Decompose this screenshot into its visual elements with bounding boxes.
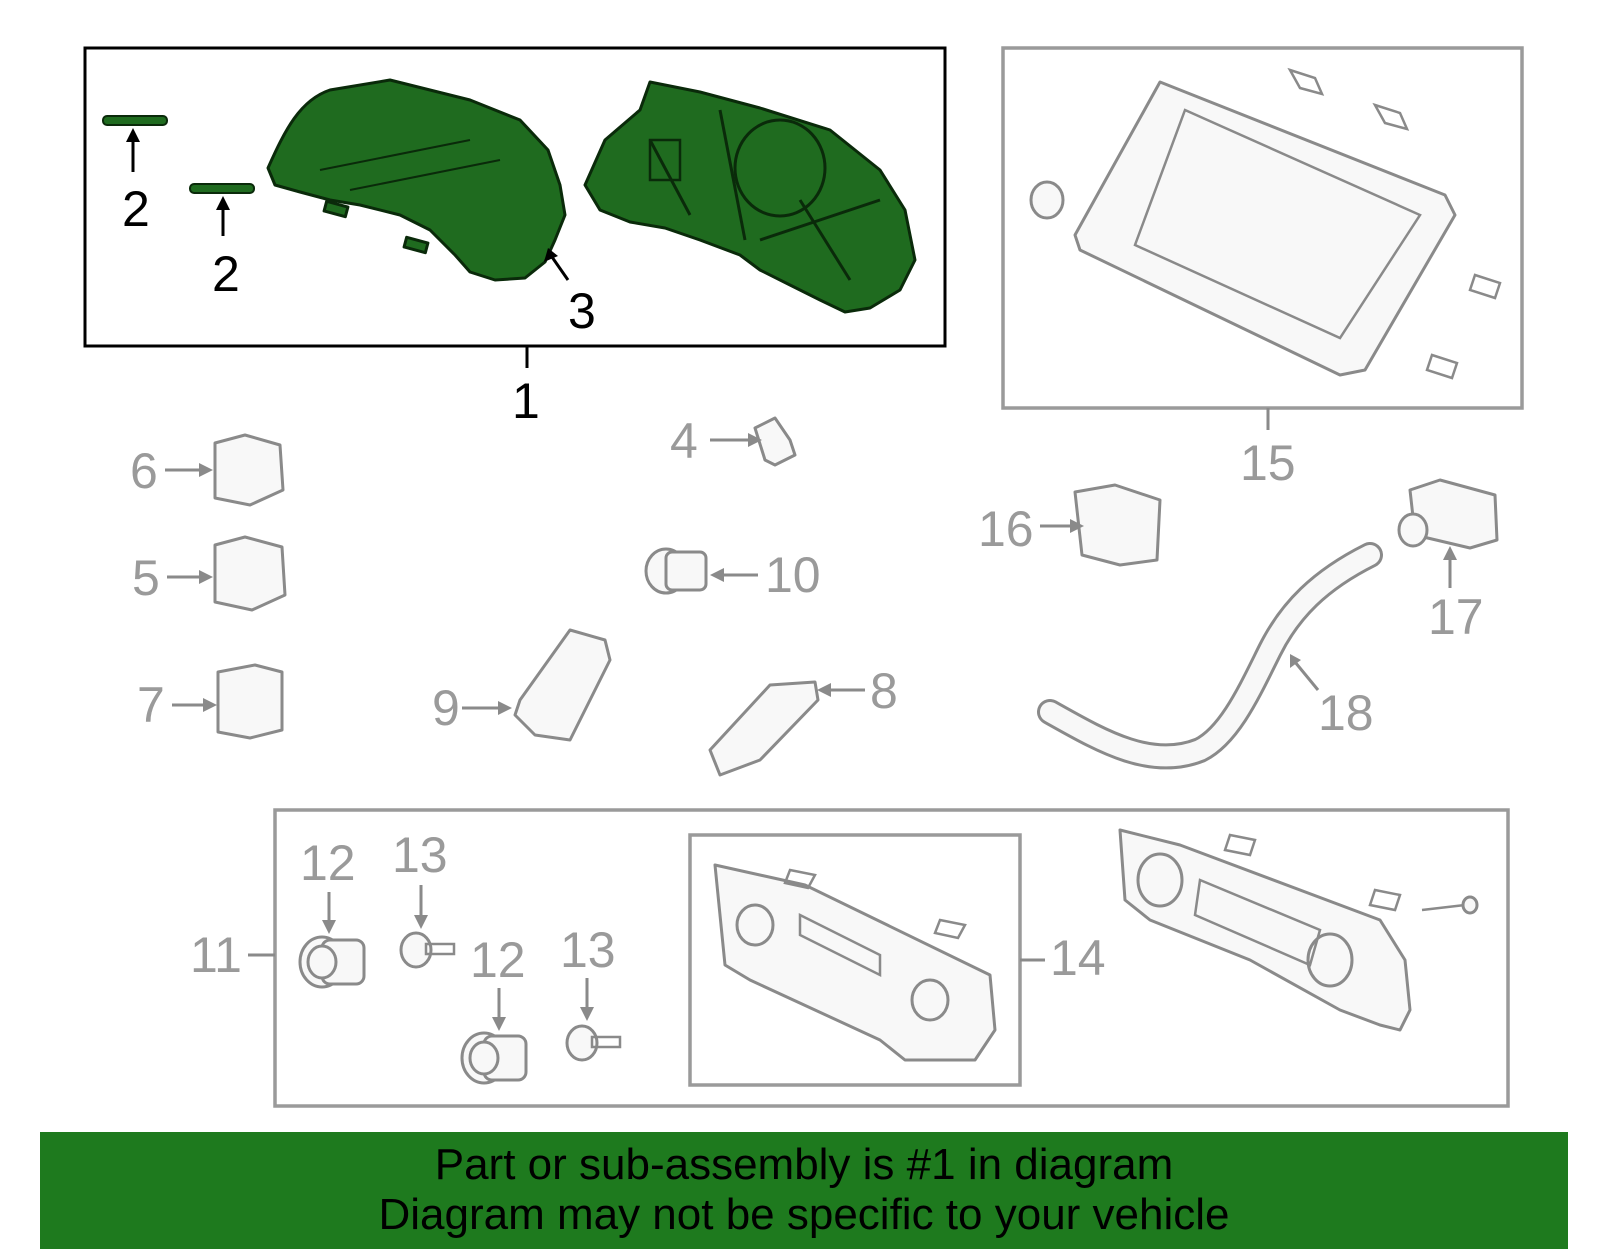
callout-11: 11 [190, 927, 242, 983]
switch-part-9[interactable] [462, 628, 612, 742]
switch-part-8[interactable] [708, 680, 865, 777]
callout-5: 5 [132, 550, 160, 606]
cluster-group-box [83, 46, 947, 348]
display-group-box [1001, 46, 1524, 410]
cable-part-18[interactable] [1037, 542, 1383, 770]
knob-part-10[interactable] [644, 547, 758, 595]
info-banner: Part or sub-assembly is #1 in diagram Di… [40, 1132, 1568, 1249]
pin-part-2a[interactable] [102, 115, 168, 172]
cluster-lens-part-3[interactable] [266, 78, 570, 282]
callout-17: 17 [1428, 589, 1484, 645]
pin-part-2b[interactable] [189, 183, 255, 236]
callout-13b: 13 [560, 922, 616, 978]
callout-8: 8 [870, 663, 898, 719]
cluster-housing-part-1[interactable] [583, 80, 917, 314]
callout-16: 16 [978, 501, 1034, 557]
climate-panel-part-14[interactable] [713, 863, 997, 1062]
switch-part-16[interactable] [1040, 483, 1162, 567]
callout-12b: 12 [470, 932, 526, 988]
knob-part-12b[interactable] [460, 988, 528, 1085]
knob-part-13a[interactable] [399, 885, 456, 969]
climate-module[interactable] [1118, 828, 1479, 1032]
climate-group-box [273, 808, 1510, 1108]
callout-1: 1 [512, 373, 540, 429]
callout-10: 10 [765, 547, 821, 603]
banner-line-2: Diagram may not be specific to your vehi… [378, 1190, 1230, 1239]
callout-4: 4 [670, 413, 698, 469]
callout-12a: 12 [300, 835, 356, 891]
switch-part-5[interactable] [167, 535, 287, 612]
callout-6: 6 [130, 443, 158, 499]
display-part-15[interactable] [1029, 67, 1502, 380]
connector-part-17[interactable] [1397, 478, 1499, 588]
banner-line-1: Part or sub-assembly is #1 in diagram [434, 1140, 1174, 1189]
callout-15: 15 [1240, 435, 1296, 491]
callout-9: 9 [432, 680, 460, 736]
callout-2b: 2 [212, 246, 240, 302]
callout-14: 14 [1050, 930, 1106, 986]
callout-7: 7 [137, 677, 165, 733]
callout-13a: 13 [392, 827, 448, 883]
switch-part-6[interactable] [165, 433, 285, 507]
knob-part-12a[interactable] [298, 892, 366, 989]
knob-part-13b[interactable] [565, 978, 622, 1062]
callout-18: 18 [1318, 685, 1374, 741]
cover-part-7[interactable] [172, 663, 284, 740]
callout-3: 3 [568, 283, 596, 339]
callout-2a: 2 [122, 181, 150, 237]
bracket-part-4[interactable] [710, 416, 797, 467]
